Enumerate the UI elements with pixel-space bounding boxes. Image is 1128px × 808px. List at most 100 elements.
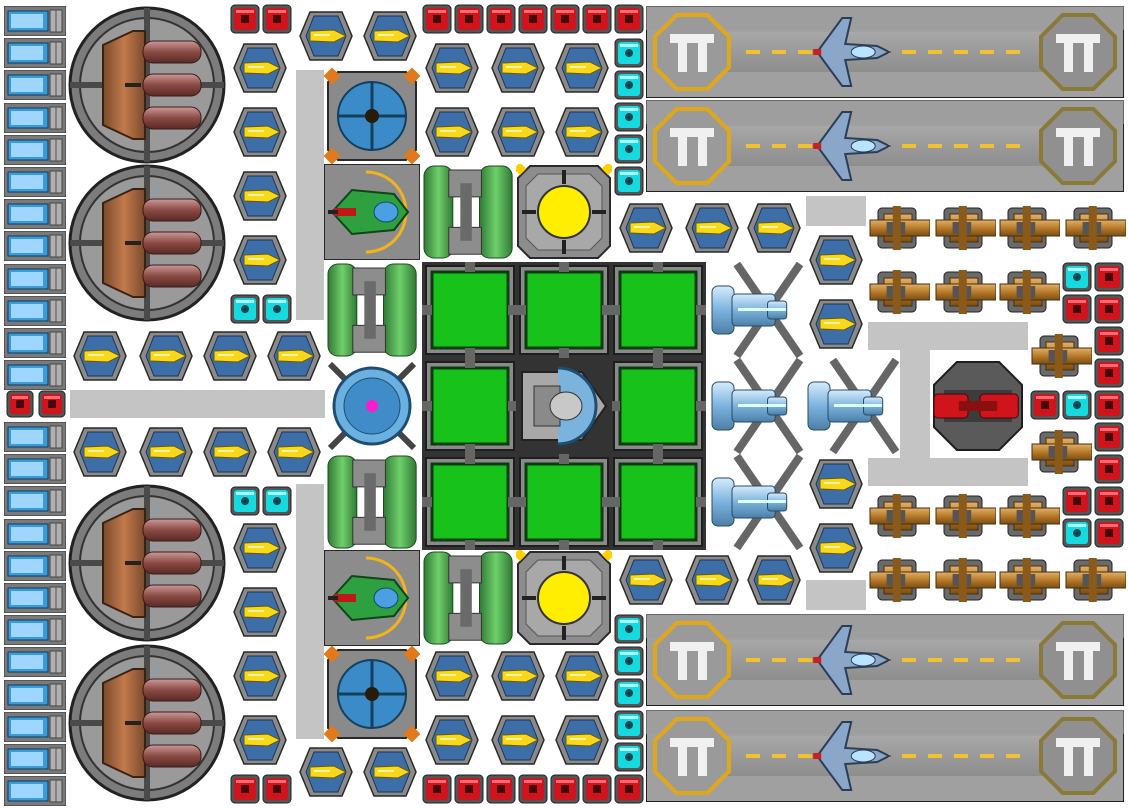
missile-launcher-icon[interactable] [198,422,262,482]
red-armor-block-icon[interactable] [6,390,34,418]
ion-thruster-icon[interactable] [804,358,900,454]
cyan-shield-node-icon[interactable] [230,294,260,324]
cyan-shield-node-icon[interactable] [230,486,260,516]
cyan-shield-node-icon[interactable] [614,166,644,196]
heavy-cannon-turret-icon[interactable] [68,484,226,642]
red-armor-block-icon[interactable] [1094,326,1124,356]
green-reactor-tile-icon[interactable] [610,358,706,454]
bronze-flak-cannon-icon[interactable] [934,262,996,322]
red-armor-block-icon[interactable] [422,774,452,804]
red-armor-block-icon[interactable] [614,4,644,34]
battery-icon[interactable] [4,231,66,262]
cyan-shield-node-icon[interactable] [614,710,644,740]
missile-launcher-icon[interactable] [486,38,550,98]
battery-icon[interactable] [4,776,66,807]
green-reactor-tile-icon[interactable] [516,454,612,550]
missile-launcher-icon[interactable] [228,518,292,578]
cyan-shield-node-icon[interactable] [614,134,644,164]
hangar-runway-icon[interactable] [646,614,1124,706]
green-coolant-pipe-icon[interactable] [324,262,420,358]
bronze-flak-cannon-icon[interactable] [868,486,930,546]
hangar-runway-icon[interactable] [646,710,1124,802]
hangar-runway-icon[interactable] [646,6,1124,98]
missile-launcher-icon[interactable] [68,326,132,386]
green-reactor-tile-icon[interactable] [610,262,706,358]
red-armor-block-icon[interactable] [582,4,612,34]
missile-launcher-icon[interactable] [228,166,292,226]
battery-icon[interactable] [4,167,66,197]
green-coolant-pipe-icon[interactable] [324,454,420,550]
bronze-flak-cannon-icon[interactable] [1064,198,1126,258]
bronze-flak-cannon-icon[interactable] [998,550,1060,610]
missile-launcher-icon[interactable] [420,646,484,706]
battery-icon[interactable] [4,422,66,452]
battery-icon[interactable] [4,360,66,391]
green-reactor-tile-icon[interactable] [516,262,612,358]
cyan-shield-node-icon[interactable] [614,70,644,100]
missile-launcher-icon[interactable] [228,582,292,642]
battery-icon[interactable] [4,328,66,358]
missile-launcher-icon[interactable] [550,646,614,706]
red-armor-block-icon[interactable] [1094,294,1124,324]
red-armor-block-icon[interactable] [486,774,516,804]
red-armor-block-icon[interactable] [422,4,452,34]
battery-icon[interactable] [4,38,66,69]
missile-launcher-icon[interactable] [742,550,806,610]
missile-launcher-icon[interactable] [486,710,550,770]
red-armor-block-icon[interactable] [454,774,484,804]
battery-icon[interactable] [4,550,66,581]
red-armor-block-icon[interactable] [1030,390,1060,420]
missile-launcher-icon[interactable] [228,38,292,98]
cyan-shield-node-icon[interactable] [614,678,644,708]
cyan-shield-node-icon[interactable] [262,294,292,324]
cyan-shield-node-icon[interactable] [1062,390,1092,420]
cooling-fan-icon[interactable] [324,646,420,742]
missile-launcher-icon[interactable] [358,742,422,802]
battery-icon[interactable] [4,134,66,165]
missile-launcher-icon[interactable] [134,422,198,482]
cyan-shield-node-icon[interactable] [614,38,644,68]
green-fighter-bay-icon[interactable] [324,164,420,260]
command-bridge-icon[interactable] [516,358,612,454]
missile-launcher-icon[interactable] [804,454,868,514]
red-armor-block-icon[interactable] [454,4,484,34]
red-armor-block-icon[interactable] [1062,486,1092,516]
red-armor-block-icon[interactable] [614,774,644,804]
cyan-shield-node-icon[interactable] [614,102,644,132]
green-coolant-pipe-icon[interactable] [420,550,516,646]
missile-launcher-icon[interactable] [294,6,358,66]
battery-icon[interactable] [4,615,66,646]
red-armor-block-icon[interactable] [1094,454,1124,484]
red-armor-block-icon[interactable] [1062,294,1092,324]
missile-launcher-icon[interactable] [614,198,678,258]
missile-launcher-icon[interactable] [742,198,806,258]
bronze-flak-cannon-icon[interactable] [934,486,996,546]
bronze-flak-cannon-icon[interactable] [868,198,930,258]
missile-launcher-icon[interactable] [228,102,292,162]
missile-launcher-icon[interactable] [68,422,132,482]
battery-icon[interactable] [4,102,66,133]
missile-launcher-icon[interactable] [228,646,292,706]
missile-launcher-icon[interactable] [420,38,484,98]
missile-launcher-icon[interactable] [198,326,262,386]
red-armor-block-icon[interactable] [1094,518,1124,548]
yellow-core-icon[interactable] [516,164,612,260]
red-armor-block-icon[interactable] [230,4,260,34]
green-reactor-tile-icon[interactable] [422,262,518,358]
red-armor-block-icon[interactable] [230,774,260,804]
battery-icon[interactable] [4,199,66,230]
missile-launcher-icon[interactable] [550,38,614,98]
battery-icon[interactable] [4,679,66,710]
missile-launcher-icon[interactable] [614,550,678,610]
ion-thruster-icon[interactable] [708,358,804,454]
red-armor-block-icon[interactable] [518,4,548,34]
green-reactor-tile-icon[interactable] [422,358,518,454]
missile-launcher-icon[interactable] [804,518,868,578]
missile-launcher-icon[interactable] [134,326,198,386]
yellow-core-icon[interactable] [516,550,612,646]
red-armor-block-icon[interactable] [1094,422,1124,452]
ion-thruster-icon[interactable] [708,262,804,358]
missile-launcher-icon[interactable] [486,646,550,706]
bronze-flak-cannon-icon[interactable] [1064,550,1126,610]
battery-icon[interactable] [4,6,66,36]
